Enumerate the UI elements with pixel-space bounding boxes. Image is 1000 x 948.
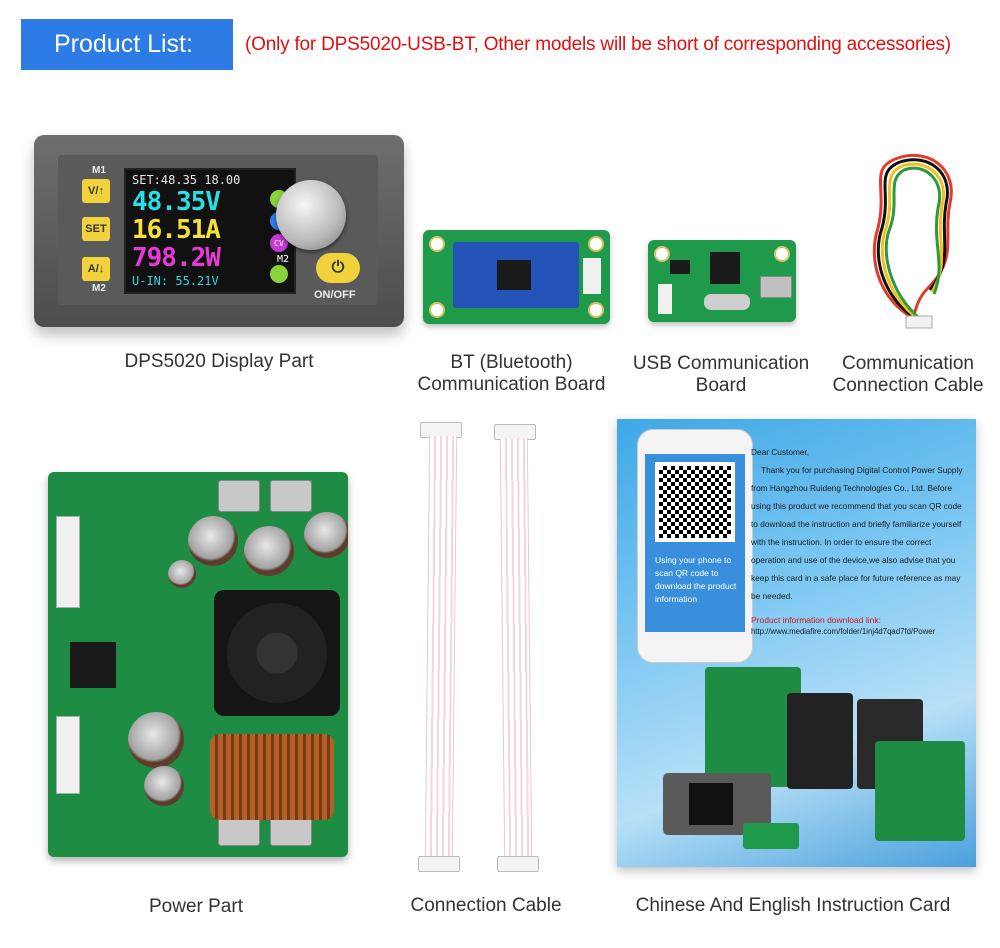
input-terminal xyxy=(218,480,260,512)
power-board-image xyxy=(48,472,348,857)
ribbon-plug-bottom xyxy=(497,856,539,872)
rotary-knob xyxy=(276,180,346,250)
voltage-up-button: V/↑ xyxy=(82,179,110,203)
capacitor xyxy=(128,712,184,768)
mount-hole xyxy=(429,302,445,318)
cable-plug xyxy=(905,315,933,329)
card-url: http://www.mediafire.com/folder/1inj4d7q… xyxy=(751,627,936,636)
preset-indicator: M2 xyxy=(276,254,289,265)
mount-hole xyxy=(429,236,445,252)
power-part-caption: Power Part xyxy=(149,896,243,917)
usb-chip xyxy=(710,252,740,284)
bt-caption-line2: Communication Board xyxy=(417,374,606,395)
capacitor xyxy=(304,512,348,558)
lcd-set-readout: SET:48.35 18.00 xyxy=(132,173,241,187)
usb-board-connector xyxy=(658,284,672,314)
bt-module xyxy=(453,242,579,308)
mount-hole xyxy=(588,236,604,252)
bt-caption-line1: BT (Bluetooth) xyxy=(450,352,573,373)
lcd-screen: SET:48.35 18.00 48.35V 16.51A 798.2W U-I… xyxy=(124,168,296,294)
mount-hole xyxy=(588,302,604,318)
card-body-text: Thank you for purchasing Digital Control… xyxy=(751,465,963,601)
capacitor xyxy=(168,560,196,588)
lcd-power: 798.2W xyxy=(132,243,221,273)
connection-cable-caption: Connection Cable xyxy=(410,895,562,916)
input-terminal xyxy=(270,480,312,512)
onoff-label: ON/OFF xyxy=(314,289,356,301)
board-connector xyxy=(56,516,80,608)
ribbon-cable xyxy=(499,437,533,859)
lcd-input-voltage: U-IN: 55.21V xyxy=(132,274,219,288)
capacitor xyxy=(144,766,184,806)
product-list-title: Product List: xyxy=(21,19,233,70)
power-button-icon: ⏻ xyxy=(316,253,360,283)
bt-chip xyxy=(497,260,531,290)
phone-screen: Using your phone to scan QR code to down… xyxy=(645,454,745,632)
card-info-label: Product information download link: xyxy=(751,615,881,625)
ic-chip xyxy=(670,260,690,274)
instruction-card-caption: Chinese And English Instruction Card xyxy=(635,895,951,916)
collage-green-board xyxy=(875,741,965,841)
capacitor xyxy=(244,526,294,576)
model-note: (Only for DPS5020-USB-BT, Other models w… xyxy=(245,34,951,55)
lcd-voltage: 48.35V xyxy=(132,187,221,217)
cv-mode-icon: CV xyxy=(270,234,288,252)
usb-caption: USB Communication Board xyxy=(622,353,820,397)
crystal xyxy=(704,294,750,310)
usb-caption-line1: USB Communication xyxy=(632,353,810,374)
controller-chip xyxy=(70,642,116,688)
communication-cable-image xyxy=(872,153,953,329)
card-body: Dear Customer, Thank you for purchasing … xyxy=(751,443,965,605)
m1-label: M1 xyxy=(92,165,106,176)
micro-usb-port xyxy=(760,276,792,298)
card-greeting: Dear Customer, xyxy=(751,447,810,457)
comm-cable-caption-line2: Connection Cable xyxy=(832,375,984,396)
capacitor xyxy=(188,516,238,566)
collage-lcd xyxy=(689,783,733,825)
mount-hole xyxy=(654,246,670,262)
collage-power-board xyxy=(705,667,801,787)
mount-hole xyxy=(774,246,790,262)
instruction-card-image: Using your phone to scan QR code to down… xyxy=(617,419,976,867)
inductor-coil xyxy=(210,734,334,820)
comm-cable-caption: Communication Connection Cable xyxy=(826,353,990,397)
cooling-fan xyxy=(214,590,340,716)
m2-label: M2 xyxy=(92,283,106,294)
usb-board-image xyxy=(648,240,796,322)
bt-caption: BT (Bluetooth) Communication Board xyxy=(410,352,613,396)
bt-board-image xyxy=(423,230,610,324)
lcd-current: 16.51A xyxy=(132,215,221,245)
qr-code xyxy=(655,462,735,542)
usb-caption-line2: Board xyxy=(695,375,747,396)
power-icon xyxy=(270,265,288,283)
phone-instruction-text: Using your phone to scan QR code to down… xyxy=(655,555,737,604)
current-down-button: A/↓ xyxy=(82,257,110,281)
set-button: SET xyxy=(82,217,110,241)
phone-illustration: Using your phone to scan QR code to down… xyxy=(637,429,753,663)
ribbon-cable xyxy=(424,435,458,859)
bt-connector xyxy=(583,258,601,294)
comm-cable-caption-line1: Communication xyxy=(842,353,974,374)
ribbon-plug-bottom xyxy=(418,856,460,872)
board-connector xyxy=(56,716,80,794)
collage-bt-board xyxy=(743,823,799,849)
display-caption: DPS5020 Display Part xyxy=(124,351,314,372)
collage-dark-board xyxy=(787,693,853,789)
